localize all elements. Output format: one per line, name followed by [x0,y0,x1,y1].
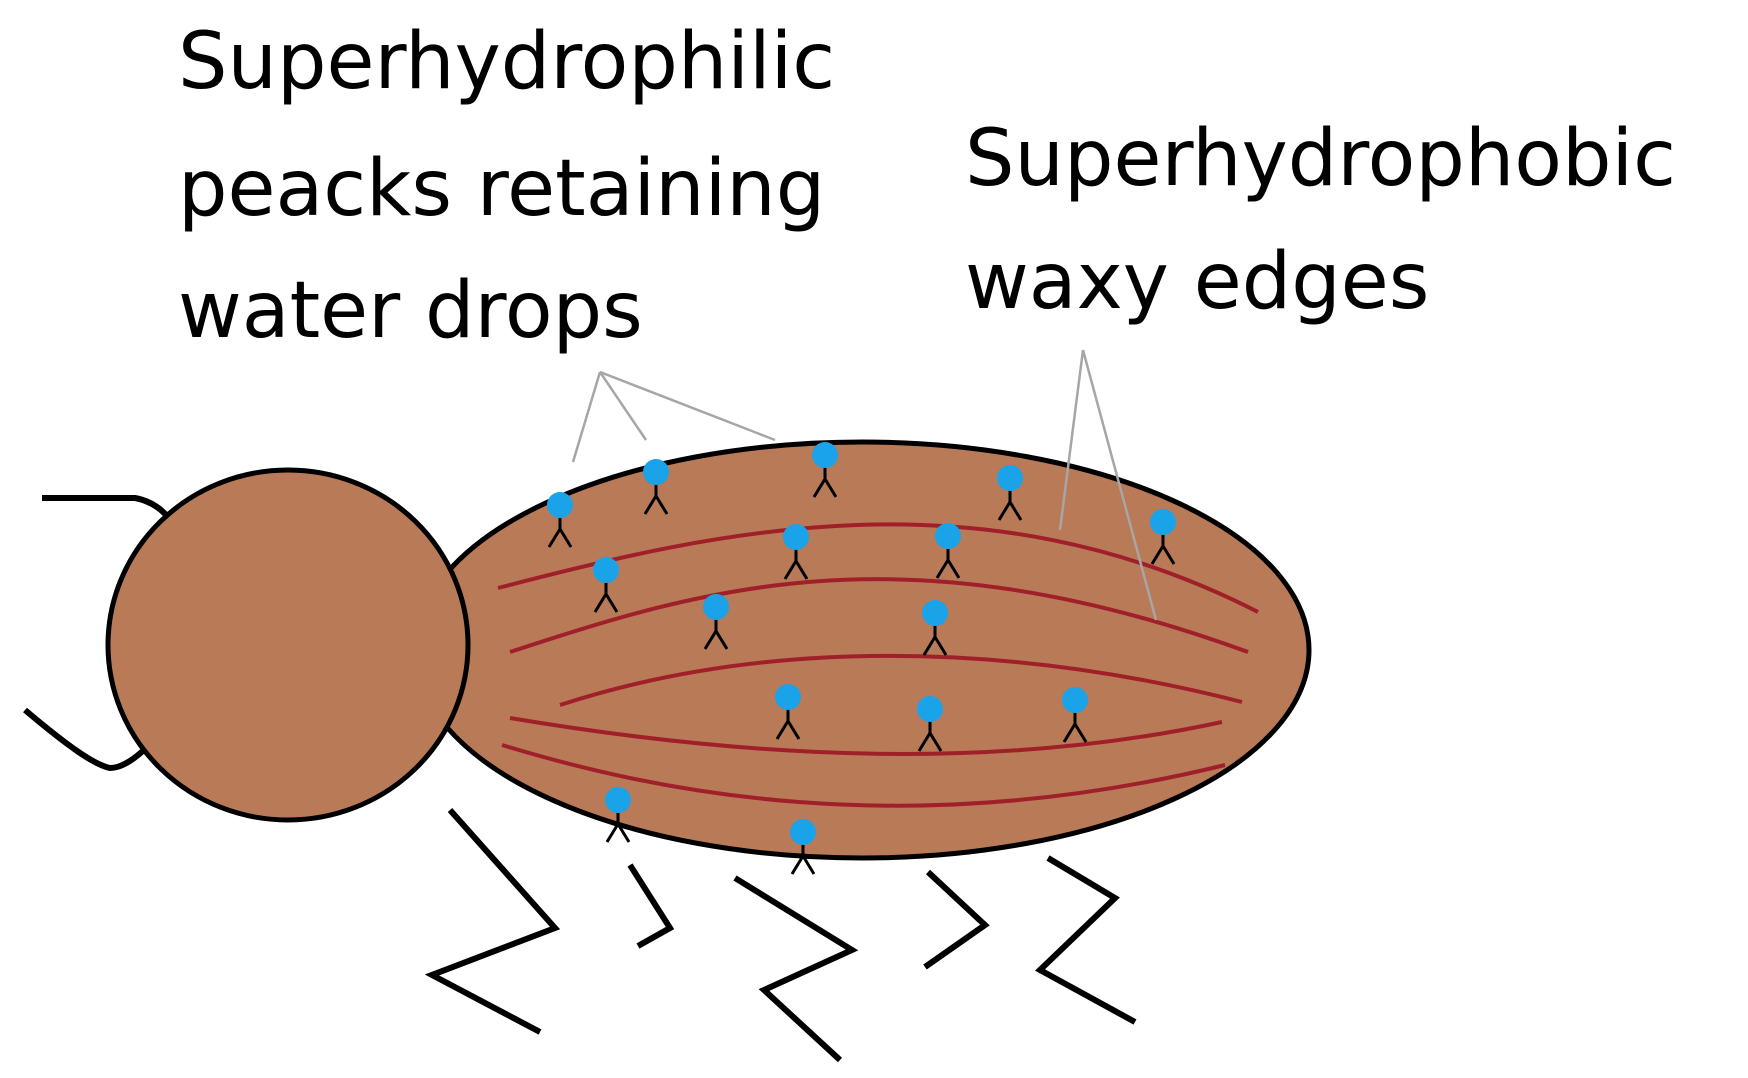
peak-with-water-drop [593,557,619,613]
water-drop-icon [812,442,838,468]
hydrophilic-label: Superhydrophilic peacks retaining water … [178,17,860,356]
peak-with-water-drop [812,442,838,498]
hydrophilic-label-line-3: water drops [178,266,643,356]
peak-with-water-drop [997,465,1023,521]
peak-with-water-drop [547,492,573,548]
water-drop-icon [643,459,669,485]
leg-2 [627,863,675,949]
leg-5 [1034,855,1137,1025]
water-drop-icon [922,600,948,626]
peak-with-water-drop [703,594,729,650]
water-drop-icon [547,492,573,518]
water-drop-icon [783,524,809,550]
water-drop-icon [593,557,619,583]
leg-3 [733,875,859,1063]
water-drop-icon [703,594,729,620]
ridge-line [501,743,1226,808]
water-drop-icon [917,696,943,722]
leader-line-hydrophobic [1058,349,1085,531]
peak-with-water-drop [935,523,961,579]
leader-line-hydrophobic [1081,349,1158,621]
water-drop-icon [935,523,961,549]
ridge-line [509,577,1249,654]
water-drop-icon [1150,509,1176,535]
hydrophilic-label-line-2: peacks retaining [178,144,825,234]
peak-with-water-drop [1062,687,1088,743]
beetle-head [105,467,471,823]
hydrophilic-label-line-1: Superhydrophilic [178,17,835,107]
legs [424,808,1137,1063]
water-drop-icon [997,465,1023,491]
leader-line-hydrophilic [599,370,776,442]
hydrophobic-label: Superhydrophobic waxy edges [965,114,1701,327]
hydrophobic-label-line-1: Superhydrophobic [965,114,1676,204]
peak-with-water-drop [917,696,943,752]
peaks-with-water-drops [547,442,1176,875]
peak-with-water-drop [783,524,809,580]
ridge-line [509,716,1223,756]
leader-line-hydrophilic [598,371,648,441]
peak-with-water-drop [643,459,669,515]
peak-with-water-drop [605,787,631,843]
water-drop-icon [1062,687,1088,713]
peak-with-water-drop [775,684,801,740]
water-drop-icon [775,684,801,710]
water-drop-icon [605,787,631,813]
ridge-line [559,653,1243,707]
leg-1 [424,808,561,1035]
hydrophobic-label-line-2: waxy edges [965,237,1429,327]
peak-with-water-drop [922,600,948,656]
leader-line-hydrophilic [571,371,602,463]
peak-with-water-drop [790,819,816,875]
leader-lines [571,349,1158,621]
leg-4 [923,869,990,970]
peak-with-water-drop [1150,509,1176,565]
water-drop-icon [790,819,816,845]
